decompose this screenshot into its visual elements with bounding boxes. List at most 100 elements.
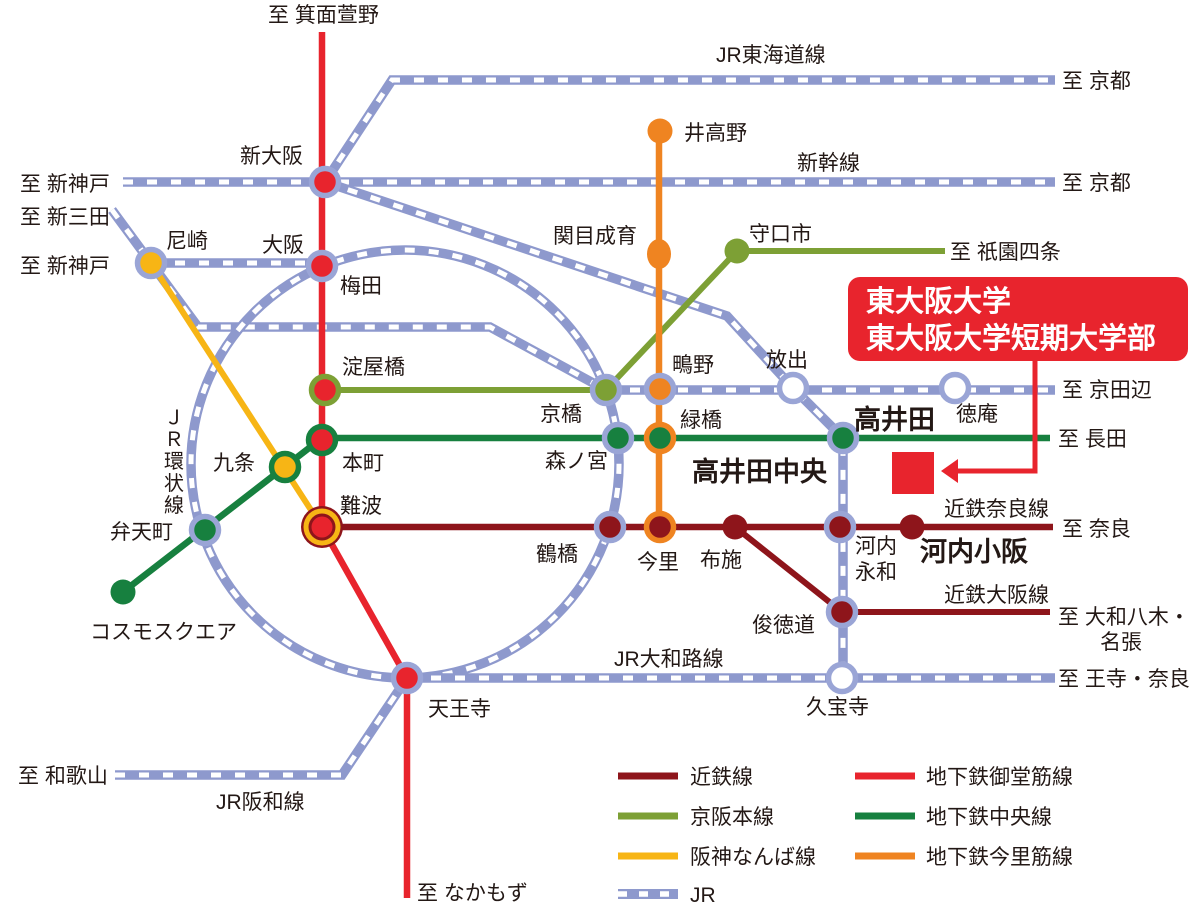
- station-yodoyabashi: [308, 373, 342, 407]
- station-takaida: [826, 421, 860, 455]
- station-tsuruhashi: [593, 510, 627, 544]
- text-label: 河内: [855, 535, 897, 558]
- station-kyuhoji: [825, 661, 859, 695]
- text-label: 至 長田: [1058, 428, 1127, 451]
- text-label: 難波: [340, 495, 382, 518]
- text-label: 至 和歌山: [18, 765, 108, 788]
- text-label: 京橋: [540, 403, 582, 426]
- text-label: 至 新神戸: [20, 255, 110, 278]
- text-label: 尼崎: [166, 230, 208, 253]
- text-label: 永和: [855, 561, 897, 584]
- text-label: 至 新神戸: [20, 173, 110, 196]
- text-label: 緑橋: [680, 409, 722, 432]
- station-amagasaki: [134, 246, 168, 280]
- text-label: 至 京都: [1062, 172, 1131, 195]
- text-label: 河内小阪: [920, 537, 1028, 567]
- station-shigino: [643, 372, 677, 406]
- text-label: 井高野: [684, 122, 747, 145]
- legend-label: 京阪本線: [690, 806, 774, 829]
- line-jr-osaka-higashi-line-dashes: [324, 179, 846, 678]
- university-location-marker: [892, 452, 934, 494]
- station-kawachi-eiwa: [823, 510, 857, 544]
- station-namba: [311, 516, 333, 538]
- text-label: JR大和路線: [614, 648, 724, 671]
- text-label: 今里: [637, 551, 679, 574]
- station-kujo: [268, 450, 302, 484]
- university-name-line2: 東大阪大学短期大学部: [866, 321, 1156, 355]
- text-label: 九条: [213, 452, 255, 475]
- text-label: 淀屋橋: [342, 356, 405, 379]
- text-label: 至 京都: [1062, 70, 1131, 93]
- station-midoribashi: [643, 421, 677, 455]
- text-label: JR阪和線: [216, 791, 305, 814]
- legend-label: 阪神なんば線: [690, 846, 816, 869]
- text-label: 近鉄奈良線: [944, 498, 1049, 521]
- text-label: 名張: [1100, 631, 1142, 654]
- station-imazato: [643, 510, 677, 544]
- university-pointer-line: [958, 361, 1038, 474]
- text-label: 本町: [342, 452, 384, 475]
- line-jr-hanwa-line: [115, 675, 411, 780]
- text-label: 天王寺: [428, 698, 491, 721]
- station-sekime-seiiku: [647, 239, 671, 269]
- text-label: 至 大和八木・: [1058, 606, 1190, 629]
- text-label: 鴫野: [672, 354, 714, 377]
- station-fuse: [722, 514, 748, 540]
- station-moriguchishi: [724, 238, 750, 264]
- station-tokuan: [938, 371, 972, 405]
- legend-label: 近鉄線: [690, 766, 753, 789]
- text-label: 布施: [700, 549, 742, 572]
- station-hanaten: [776, 371, 810, 405]
- text-label: ＪＲ環状線: [164, 407, 184, 517]
- line-jr-hanwa-line-dashes: [115, 676, 410, 778]
- line-jr-tokaido-line-dashes: [322, 77, 1055, 184]
- university-name: 東大阪大学: [866, 284, 1011, 318]
- text-label: 至 奈良: [1062, 518, 1131, 541]
- line-hanshin-namba-line: [148, 261, 325, 529]
- text-label: 鶴橋: [536, 543, 578, 566]
- university-pointer-arrowhead: [941, 459, 958, 483]
- text-label: 新大阪: [240, 145, 303, 168]
- line-keihan-main-line: [325, 248, 945, 393]
- text-label: 放出: [766, 349, 808, 372]
- station-cosmosquare: [110, 579, 136, 605]
- text-label: 近鉄大阪線: [944, 584, 1049, 607]
- station-shuntokudo: [825, 595, 859, 629]
- station-tennoji: [390, 661, 424, 695]
- station-itakano: [647, 118, 673, 144]
- text-label: 至 新三田: [20, 206, 110, 229]
- text-label: 高井田: [854, 404, 935, 435]
- line-jr-osaka-higashi-line: [323, 177, 848, 678]
- text-label: 新幹線: [797, 152, 860, 175]
- station-hommachi: [305, 423, 339, 457]
- station-osaka-umeda: [305, 249, 339, 283]
- legend-label: 地下鉄御堂筋線: [926, 766, 1073, 789]
- text-label: 至 京田辺: [1062, 379, 1152, 402]
- text-label: 徳庵: [956, 403, 998, 426]
- text-label: 久宝寺: [806, 696, 869, 719]
- legend-label: 地下鉄今里筋線: [926, 846, 1073, 869]
- station-kyobashi: [589, 373, 623, 407]
- university-callout-box: [848, 277, 1188, 361]
- text-label: 至 祇園四条: [950, 241, 1061, 264]
- text-label: JR東海道線: [716, 44, 826, 67]
- text-label: 森ノ宮: [545, 450, 608, 473]
- station-bentencho: [188, 513, 222, 547]
- text-label: 関目成育: [553, 225, 637, 248]
- station-morinomiya: [601, 421, 635, 455]
- legend-label: JR: [690, 884, 716, 907]
- text-label: コスモスクエア: [90, 621, 237, 644]
- station-kawachi-kosaka: [899, 514, 925, 540]
- text-label: 至 王寺・奈良: [1058, 668, 1190, 691]
- text-label: 俊徳道: [752, 614, 815, 637]
- text-label: 至 なかもず: [417, 882, 528, 905]
- text-label: 大阪: [262, 234, 304, 257]
- text-label: 弁天町: [110, 521, 173, 544]
- legend-label: 地下鉄中央線: [926, 806, 1052, 829]
- text-label: 至 箕面萱野: [268, 4, 379, 27]
- text-label: 高井田中央: [692, 456, 828, 487]
- text-label: 梅田: [340, 275, 382, 298]
- text-label: 守口市: [749, 223, 812, 246]
